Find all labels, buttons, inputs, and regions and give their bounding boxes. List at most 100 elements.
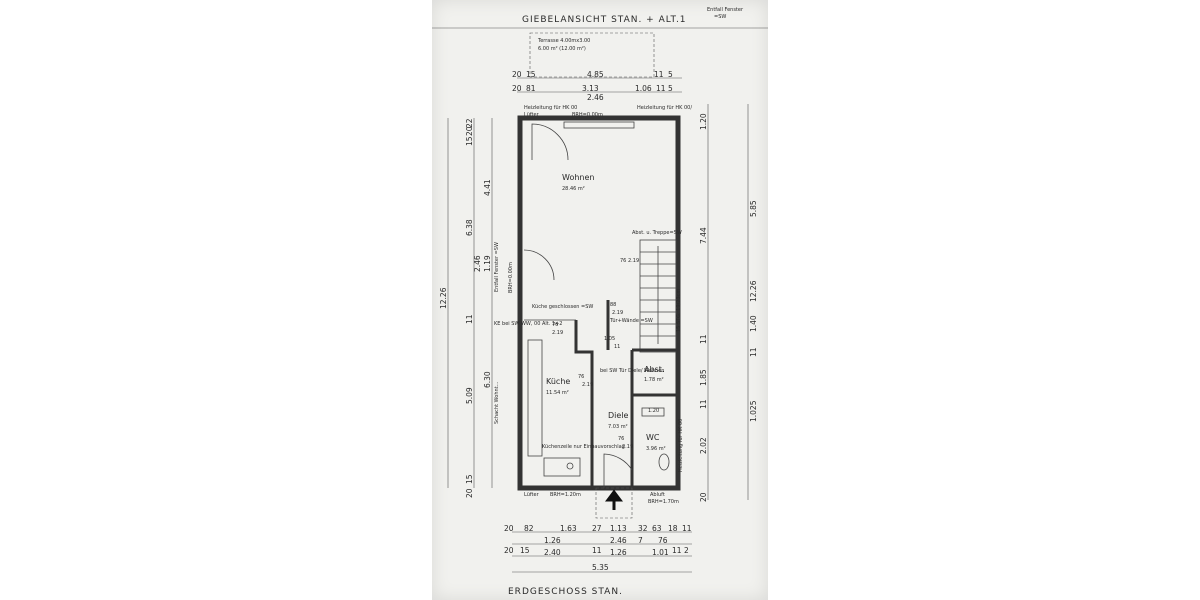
dim-bottom-1a: 20	[504, 524, 514, 533]
label-tuer-waende: Tür+Wände =SW	[609, 318, 653, 324]
label-bei-sw-tuer: bei SW Tür Diele/ Wohnen	[600, 368, 664, 374]
terrace-area: 6.00 m² (12.00 m²)	[538, 46, 586, 52]
dim-right-inner-5: 11	[699, 399, 708, 409]
dim-left-mid-4: 15	[465, 474, 474, 484]
dim-right-far-4: 11	[749, 347, 758, 357]
dim-top-2f: 5	[668, 84, 673, 93]
dim-left-inner-3: 2.46	[473, 255, 482, 272]
room-kueche-area: 11.54 m²	[546, 390, 569, 396]
dim-right-inner-3: 11	[699, 334, 708, 344]
dim-bottom-2a: 1.26	[544, 536, 561, 545]
dim-bottom-1e: 1.13	[610, 524, 627, 533]
arrow-up-icon	[605, 489, 623, 510]
dim-bottom-1f: 32	[638, 524, 648, 533]
stair-treads	[640, 246, 676, 344]
dim-bottom-1d: 27	[592, 524, 602, 533]
label-entfall-fenster: Entfall Fenster =SW	[494, 242, 500, 292]
door-dim-6: 2.19	[552, 330, 563, 336]
label-schacht: Schacht Wohnt...	[494, 381, 500, 424]
staircase	[639, 239, 677, 353]
door-dim-12: 11	[614, 344, 620, 350]
dim-top-1e: 5	[668, 70, 673, 79]
dim-bottom-2c: 7	[638, 536, 643, 545]
plan-sheet: GIEBELANSICHT STAN. + ALT.1 Entfall Fens…	[432, 0, 768, 600]
dim-left-inner-4: 6.30	[483, 371, 492, 388]
label-stg: 15 STG. 19/23cm	[676, 289, 682, 332]
door-dim-10: 2.19	[622, 444, 633, 450]
label-brh-bottom-right: BRH=1.70m	[648, 499, 679, 505]
toilet	[658, 453, 670, 471]
label-brh-bottom-left: BRH=1.20m	[550, 492, 581, 498]
dim-left-inner-1: 4.41	[483, 179, 492, 196]
label-heizleitung-right: Heizleitung für HK 00/	[637, 105, 692, 111]
dim-top-1a: 20	[512, 70, 522, 79]
floor-plan-drawing: GIEBELANSICHT STAN. + ALT.1 Entfall Fens…	[432, 7, 768, 597]
dim-right-inner-4: 1.85	[699, 369, 708, 386]
label-abluft: Abluft	[650, 492, 665, 498]
label-luefter-top: Lüfter	[524, 112, 540, 118]
window-top	[563, 121, 635, 129]
dim-right-far-5: 1.025	[749, 400, 758, 422]
dim-left-top-2: 15	[465, 136, 474, 146]
door-dim-11: 1.05	[604, 336, 615, 342]
header-note: Entfall Fenster	[707, 7, 744, 13]
room-kueche-name: Küche	[546, 377, 570, 386]
dim-right-inner-2: 7.44	[699, 227, 708, 244]
room-wohnen-name: Wohnen	[562, 173, 594, 182]
dim-left-mid-2: 11	[465, 314, 474, 324]
room-wc-name: WC	[646, 433, 660, 442]
dim-bottom-3d: 11	[592, 546, 602, 555]
dim-bottom-total: 5.35	[592, 563, 609, 572]
dim-top-3: 2.46	[587, 93, 604, 102]
dim-right-far-1: 5.85	[749, 200, 758, 217]
label-luefter-bottom: Lüfter	[524, 492, 540, 498]
wc-sink	[641, 407, 665, 417]
terrace-outline	[529, 32, 655, 78]
inner-wall-kitchen	[574, 320, 594, 488]
dim-bottom-1g: 63	[652, 524, 662, 533]
room-abst-name: Abst.	[644, 365, 664, 374]
kitchen-counter	[527, 339, 543, 457]
dim-left-mid-5: 20	[465, 488, 474, 498]
label-kueche-geschlossen: Küche geschlossen =SW	[532, 304, 593, 310]
stove-burner	[566, 462, 574, 470]
label-heizung-hk: Heizleitung für HK 00	[678, 419, 684, 472]
dim-left-mid-3: 5.09	[465, 387, 474, 404]
dim-top-1d: 11	[654, 70, 664, 79]
dim-bottom-3h: 2	[684, 546, 689, 555]
entry-area	[595, 487, 633, 519]
room-abst-area: 1.78 m²	[644, 377, 664, 383]
door-dim-7: 76	[578, 374, 584, 380]
door-dim-9: 76	[618, 436, 624, 442]
dim-bottom-3c: 2.40	[544, 548, 561, 557]
room-wohnen-area: 28.46 m²	[562, 186, 585, 192]
room-diele-area: 7.03 m²	[608, 424, 628, 430]
dim-right-inner-7: 20	[699, 492, 708, 502]
dim-right-inner-6: 2.02	[699, 437, 708, 454]
dim-top-2e: 11	[656, 84, 666, 93]
dim-left-outer: 12.26	[439, 287, 448, 309]
door-dim-13: 1.20	[648, 408, 659, 414]
dim-right-far-2: 12.26	[749, 280, 758, 302]
dim-bottom-1h: 18	[668, 524, 678, 533]
label-abst-treppe: Abst. u. Treppe=SW	[632, 230, 682, 236]
dim-left-top-3: 22	[465, 118, 474, 128]
dim-bottom-3f: 1.01	[652, 548, 669, 557]
label-brh-top: BRH=0.00m	[572, 112, 603, 118]
label-ke-bei-sw: KE bei SW WW, 00 Alt. 1+2	[494, 321, 562, 327]
dim-bottom-3a: 20	[504, 546, 514, 555]
door-swing-top	[531, 123, 569, 161]
dim-bottom-3b: 15	[520, 546, 530, 555]
dim-bottom-3e: 1.26	[610, 548, 627, 557]
dim-bottom-2b: 2.46	[610, 536, 627, 545]
room-wc-area: 3.96 m²	[646, 446, 666, 452]
dim-top-1c: 4.85	[587, 70, 604, 79]
door-swing-left	[523, 249, 555, 281]
header-note-2: =SW	[714, 14, 726, 20]
header-title: GIEBELANSICHT STAN. + ALT.1	[522, 15, 687, 25]
door-dim-3: 88	[610, 302, 616, 308]
dim-bottom-1c: 1.63	[560, 524, 577, 533]
label-kuechenzeile: Küchenzeile nur Einbauvorschlag	[542, 444, 625, 450]
label-heizleitung-left: Heizleitung für HK 00	[524, 105, 577, 111]
footer-title: ERDGESCHOSS STAN.	[508, 587, 623, 597]
